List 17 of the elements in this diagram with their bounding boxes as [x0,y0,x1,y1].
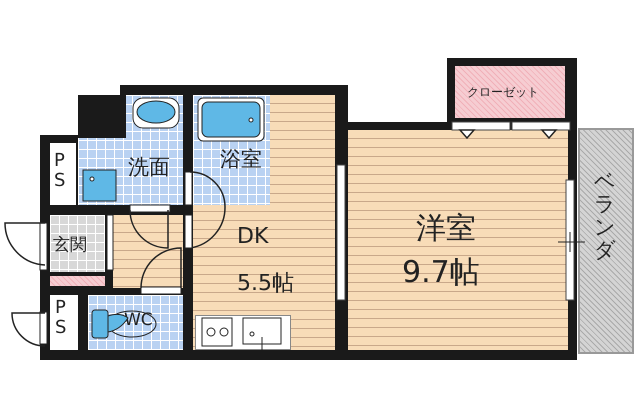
western-room [348,130,568,350]
room-label: 洋室 [416,210,476,248]
veranda [578,128,634,354]
room-label: クローゼット [467,84,539,101]
storage-space [50,143,76,205]
room-label: 洗面 [128,154,170,181]
room-label: 9.7帖 [402,254,480,292]
room-label: 5.5帖 [237,270,294,298]
entrance-hall [50,215,105,272]
room-label: ベランダ [594,170,615,262]
room-label: PS [55,298,68,338]
room-label: PS [54,151,66,191]
storage-space [50,295,78,350]
room-label: 玄関 [53,234,87,256]
closet [455,66,565,118]
room-label: 浴室 [220,146,262,173]
room-label: DK [237,224,268,249]
